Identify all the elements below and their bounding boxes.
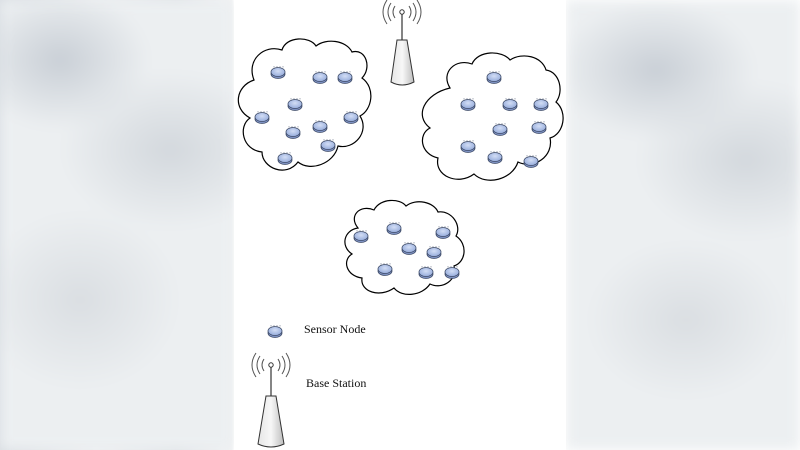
sensor-node-icon — [460, 140, 476, 153]
sensor-node-icon — [312, 71, 328, 84]
base-station-icon — [382, 0, 422, 86]
sensor-node-icon — [377, 263, 393, 276]
sensor-node-icon — [531, 121, 547, 134]
sensor-node-icon — [533, 98, 549, 111]
sensor-node-icon — [523, 155, 539, 168]
blurred-background-left — [0, 0, 234, 450]
base-station-icon — [251, 352, 291, 448]
sensor-node-icon — [337, 71, 353, 84]
diagram-canvas: Sensor Node Base Station — [234, 0, 566, 450]
sensor-node-icon — [435, 226, 451, 239]
sensor-node-icon — [343, 111, 359, 124]
sensor-node-icon — [386, 222, 402, 235]
sensor-node-icon — [418, 266, 434, 279]
network-diagram — [237, 0, 564, 448]
sensor-node-icon — [254, 111, 270, 124]
legend-sensor-node-label: Sensor Node — [304, 322, 366, 336]
sensor-node-icon — [267, 325, 283, 338]
antenna-signal-icon — [251, 352, 291, 378]
sensor-node-icon — [287, 98, 303, 111]
sensor-node-icon — [444, 266, 460, 279]
sensor-node-icon — [492, 123, 508, 136]
sensor-node-icon — [277, 152, 293, 165]
blurred-background-right — [566, 0, 800, 450]
antenna-signal-icon — [382, 0, 422, 25]
cluster-cloud-right — [421, 52, 564, 181]
sensor-node-icon — [401, 242, 417, 255]
sensor-node-icon — [502, 98, 518, 111]
sensor-node-icon — [426, 246, 442, 259]
sensor-node-icon — [353, 230, 369, 243]
sensor-node-icon — [285, 126, 301, 139]
sensor-node-icon — [267, 325, 283, 338]
sensor-node-icon — [486, 71, 502, 84]
sensor-node-icon — [312, 120, 328, 133]
sensor-node-icon — [460, 98, 476, 111]
cluster-cloud-left — [237, 38, 372, 171]
legend-base-station-label: Base Station — [306, 376, 367, 390]
sensor-node-icon — [320, 139, 336, 152]
sensor-node-icon — [270, 66, 286, 79]
sensor-node-icon — [487, 151, 503, 164]
